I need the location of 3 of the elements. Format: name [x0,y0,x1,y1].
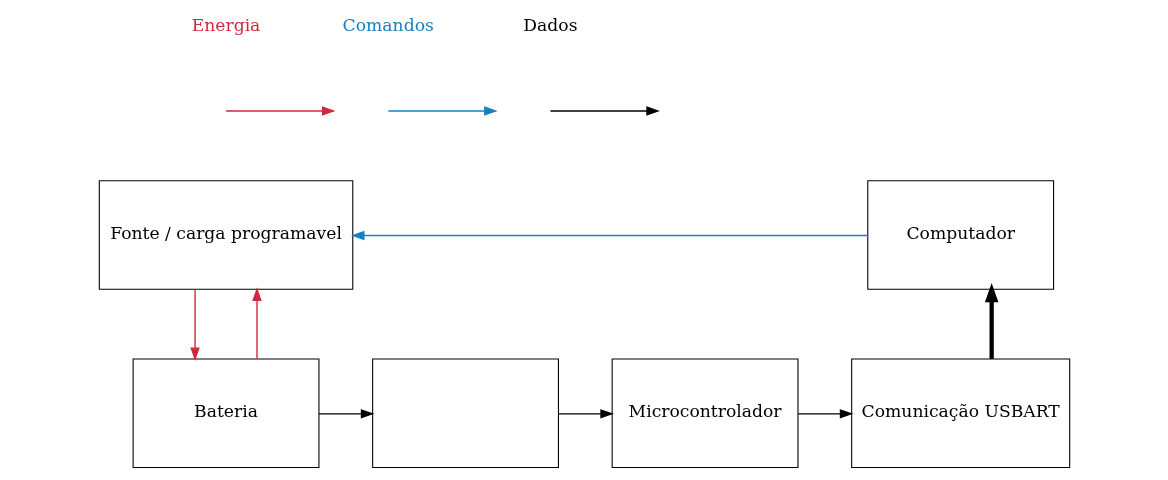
legend-label: Dados [522,14,577,35]
legend-label: Comandos [342,14,434,35]
legend-label: Energia [191,14,260,35]
